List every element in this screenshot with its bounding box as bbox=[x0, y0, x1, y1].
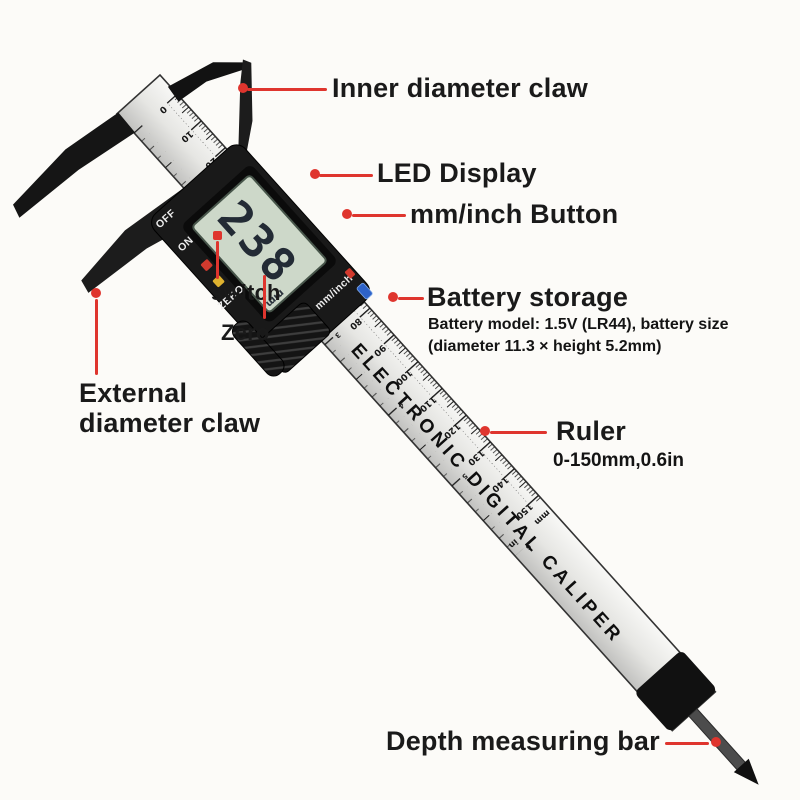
callout-line-zero bbox=[263, 275, 266, 319]
battery-spec-line2: (diameter 11.3 × height 5.2mm) bbox=[428, 338, 662, 355]
callout-line-battery bbox=[398, 297, 424, 300]
label-led-display: LED Display bbox=[377, 158, 537, 188]
brand-text: ELECTRONIC DIGITAL CALIPER bbox=[346, 340, 626, 648]
callout-dot-battery bbox=[388, 292, 398, 302]
external-diameter-claw-fixed bbox=[13, 112, 136, 218]
depth-bar-tip bbox=[733, 758, 759, 785]
label-mm-inch-button: mm/inch Button bbox=[410, 199, 619, 229]
battery-spec-line1: Battery model: 1.5V (LR44), battery size bbox=[428, 316, 729, 333]
callout-dot-external-claw bbox=[91, 288, 101, 298]
label-switch: switch bbox=[211, 280, 281, 305]
callout-dot-inner-claw bbox=[238, 83, 248, 93]
callout-line-external-claw bbox=[95, 299, 98, 375]
callout-dot-depth-bar bbox=[711, 737, 721, 747]
callout-line-switch bbox=[216, 241, 219, 279]
zero-button[interactable] bbox=[212, 275, 225, 288]
label-external-line1: External bbox=[79, 378, 188, 408]
label-depth-measuring-bar: Depth measuring bar bbox=[386, 726, 660, 756]
callout-dot-mm-inch bbox=[342, 209, 352, 219]
label-ruler: Ruler bbox=[556, 416, 627, 446]
callout-line-led-display bbox=[319, 174, 373, 177]
label-zero: Zero bbox=[221, 320, 270, 345]
power-switch-button[interactable] bbox=[200, 259, 213, 272]
callout-dot-ruler bbox=[480, 426, 490, 436]
label-external-line2: diameter claw bbox=[79, 407, 261, 438]
inner-diameter-claw-fixed bbox=[167, 62, 244, 102]
label-battery-storage: Battery storage bbox=[427, 282, 629, 312]
beam-end-cap bbox=[636, 652, 716, 731]
label-external-diameter-claw: External diameter claw bbox=[79, 378, 261, 438]
ruler-mm-label-0: 0 bbox=[157, 103, 168, 115]
label-inner-diameter-claw: Inner diameter claw bbox=[332, 73, 588, 103]
callout-line-ruler bbox=[490, 431, 547, 434]
mm-inch-button[interactable] bbox=[356, 282, 373, 300]
ruler-in-label-6: 6 bbox=[524, 542, 533, 551]
ruler-in-label-5: 5 bbox=[460, 472, 469, 481]
red-indicator bbox=[344, 268, 355, 279]
ruler-range-text: 0-150mm,0.6in bbox=[553, 450, 684, 471]
lcd-screen bbox=[192, 175, 327, 313]
callout-dot-led-display bbox=[310, 169, 320, 179]
callout-line-inner-claw bbox=[247, 88, 327, 91]
callout-line-mm-inch bbox=[352, 214, 406, 217]
callout-dot-switch bbox=[213, 231, 222, 240]
callout-line-depth-bar bbox=[665, 742, 709, 745]
thumb-roller bbox=[231, 320, 285, 377]
ruler-in-label-3: 3 bbox=[333, 330, 342, 339]
ruler-in-label-4: 4 bbox=[397, 401, 406, 410]
